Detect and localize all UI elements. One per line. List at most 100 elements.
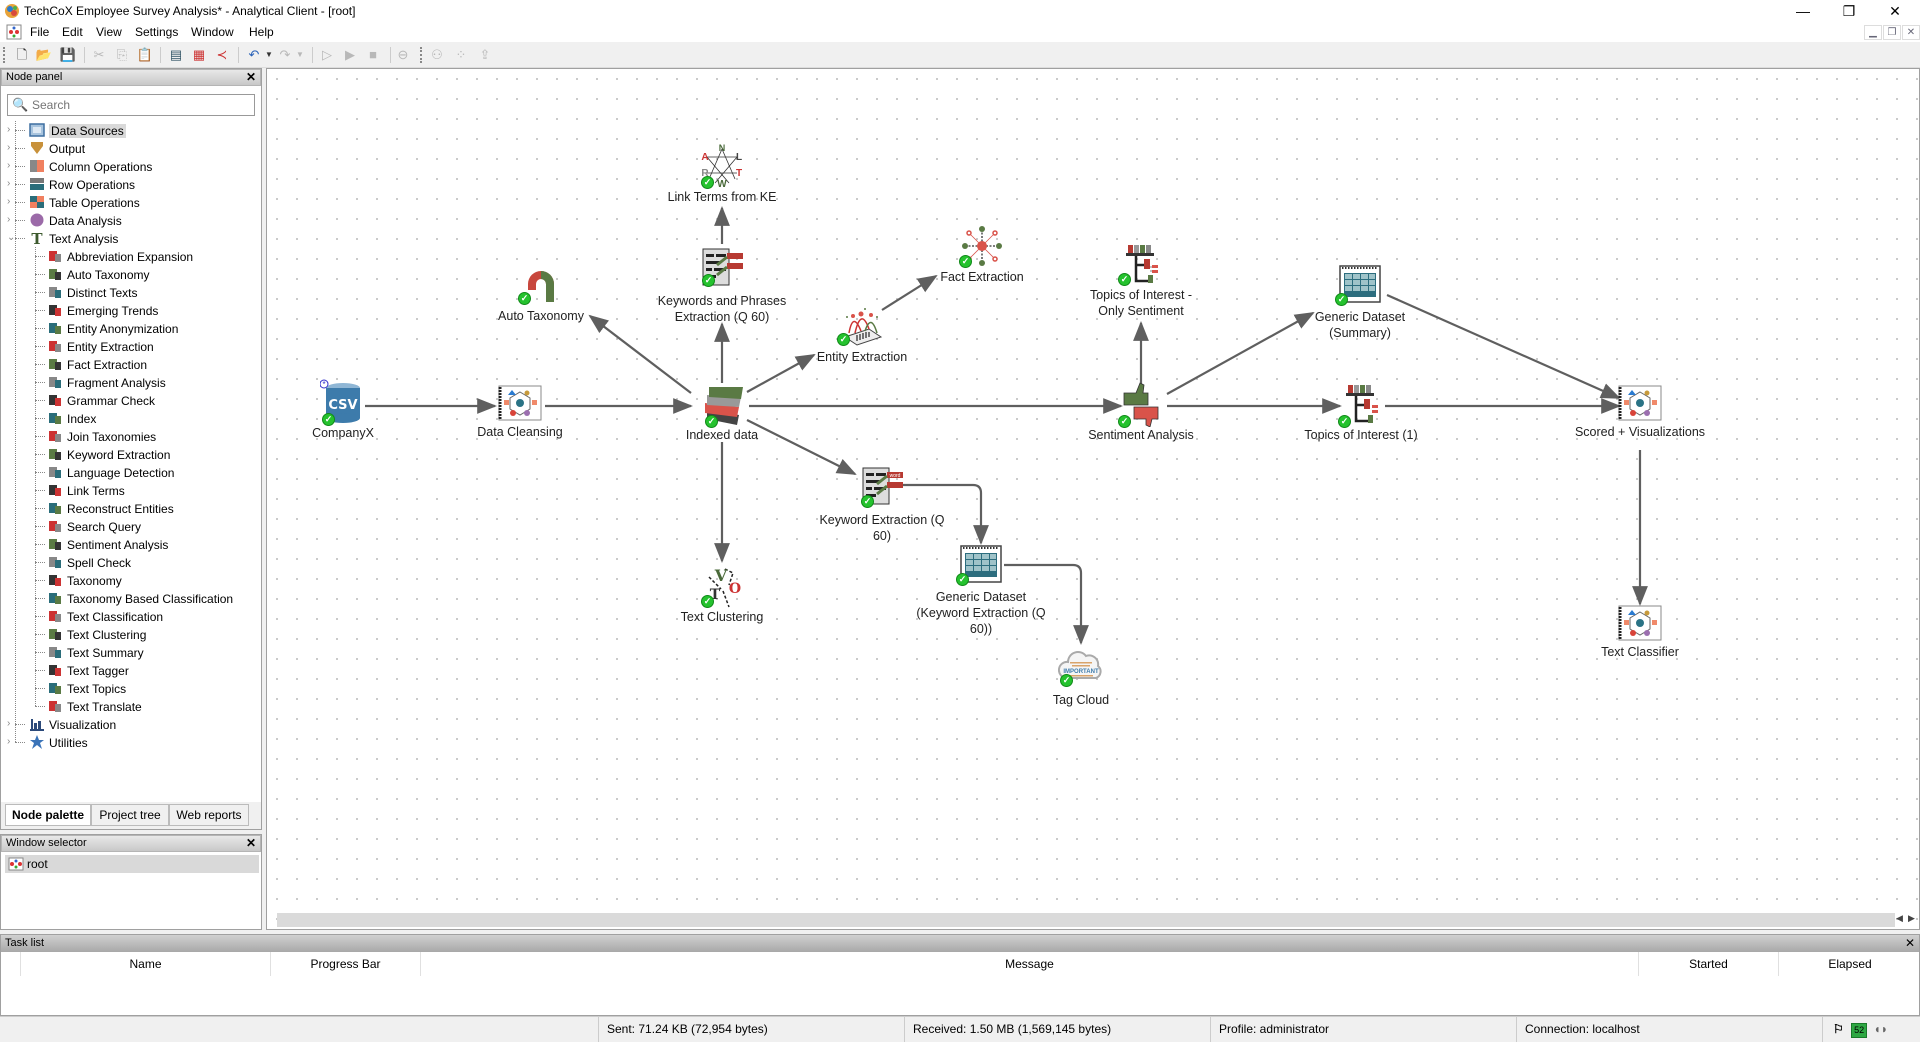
node-indexed-data[interactable]: ✓ Indexed data xyxy=(632,381,812,443)
search-input[interactable] xyxy=(32,97,250,113)
new-document-icon[interactable]: 🗋 xyxy=(16,47,28,62)
chevron-right-icon[interactable]: › xyxy=(7,718,11,729)
properties-icon[interactable]: ▤ xyxy=(169,47,183,62)
menu-file[interactable]: File xyxy=(30,25,50,39)
tree-item-auto-taxonomy[interactable]: Auto Taxonomy xyxy=(47,265,150,283)
tree-item-join-taxonomies[interactable]: Join Taxonomies xyxy=(47,427,156,445)
restore-button[interactable]: ❐ xyxy=(1842,3,1856,19)
tree-category-visualization[interactable]: ›Visualization xyxy=(7,715,116,733)
edge-sentiment-summary[interactable] xyxy=(1166,312,1315,395)
tree-category-table-operations[interactable]: ›Table Operations xyxy=(7,193,140,211)
tree-item-text-tagger[interactable]: Text Tagger xyxy=(47,661,129,679)
node-keywords-phrases[interactable]: ✓ Keywords and Phrases Extraction (Q 60) xyxy=(632,247,812,325)
tree-item-text-clustering[interactable]: Text Clustering xyxy=(47,625,146,643)
tree-item-entity-anonymization[interactable]: Entity Anonymization xyxy=(47,319,178,337)
stop-icon[interactable]: ■ xyxy=(369,47,377,62)
toolbar-grip[interactable] xyxy=(3,47,6,63)
task-col-message[interactable]: Message xyxy=(421,952,1639,976)
cancel-icon[interactable]: ⊖ xyxy=(397,47,409,62)
run-all-icon[interactable]: ▶ xyxy=(345,47,355,62)
node-text-classifier[interactable]: Text Classifier xyxy=(1550,604,1730,660)
task-col-progress[interactable]: Progress Bar xyxy=(271,952,421,976)
chevron-right-icon[interactable]: › xyxy=(7,142,11,153)
edge-keywordext-genericke[interactable] xyxy=(884,483,989,545)
tree-category-row-operations[interactable]: ›Row Operations xyxy=(7,175,135,193)
chevron-right-icon[interactable]: › xyxy=(7,736,11,747)
redo-icon[interactable]: ↷ xyxy=(279,47,291,62)
tree-item-spell-check[interactable]: Spell Check xyxy=(47,553,131,571)
tree-item-entity-extraction[interactable]: Entity Extraction xyxy=(47,337,154,355)
edge-indexed-entity[interactable] xyxy=(746,354,816,393)
tree-item-fact-extraction[interactable]: Fact Extraction xyxy=(47,355,147,373)
tree-item-fragment-analysis[interactable]: Fragment Analysis xyxy=(47,373,166,391)
chevron-right-icon[interactable]: › xyxy=(7,124,11,135)
copy-icon[interactable]: ⎘ xyxy=(116,47,128,62)
close-icon[interactable]: ✕ xyxy=(245,70,256,84)
node-scored-visualizations[interactable]: Scored + Visualizations xyxy=(1550,384,1730,440)
edge-summary-scored[interactable] xyxy=(1386,293,1621,400)
chevron-right-icon[interactable]: › xyxy=(7,160,11,171)
menu-edit[interactable]: Edit xyxy=(62,25,83,39)
node-sentiment-analysis[interactable]: ✓ Sentiment Analysis xyxy=(1051,381,1231,443)
tree-item-link-terms[interactable]: Link Terms xyxy=(47,481,125,499)
edge-genericke-tagcloud[interactable] xyxy=(1004,563,1089,645)
tree-category-utilities[interactable]: ›Utilities xyxy=(7,733,88,751)
node-topics-only-sentiment[interactable]: ✓ Topics of Interest - Only Sentiment xyxy=(1051,241,1231,319)
node-fact-extraction[interactable]: ✓ Fact Extraction xyxy=(892,223,1072,285)
close-icon[interactable]: ✕ xyxy=(1904,936,1915,950)
tree-item-reconstruct-entities[interactable]: Reconstruct Entities xyxy=(47,499,174,517)
open-folder-icon[interactable]: 📂 xyxy=(35,47,53,62)
tree-category-data-sources[interactable]: ›Data Sources xyxy=(7,121,126,139)
window-item-root[interactable]: root xyxy=(5,855,259,873)
tree-item-text-summary[interactable]: Text Summary xyxy=(47,643,144,661)
node-data-cleansing[interactable]: Data Cleansing xyxy=(430,384,610,440)
paste-icon[interactable]: 📋 xyxy=(136,47,154,62)
chevron-right-icon[interactable]: › xyxy=(7,178,11,189)
close-icon[interactable]: ✕ xyxy=(245,836,256,850)
node-auto-taxonomy[interactable]: ✓ Auto Taxonomy xyxy=(451,262,631,324)
workflow-canvas[interactable]: CSV* ✓ CompanyX Data Cleansing ✓ Indexed… xyxy=(266,68,1920,930)
share-icon[interactable]: ≺ xyxy=(216,47,228,62)
chevron-right-icon[interactable]: › xyxy=(7,196,11,207)
tree-category-column-operations[interactable]: ›Column Operations xyxy=(7,157,152,175)
task-col-elapsed[interactable]: Elapsed xyxy=(1828,957,1872,971)
cut-icon[interactable]: ✂ xyxy=(93,47,105,62)
undo-dropdown-icon[interactable]: ▼ xyxy=(265,50,273,59)
horizontal-scrollbar[interactable] xyxy=(277,913,1895,927)
minimize-button[interactable]: — xyxy=(1796,3,1810,19)
tree-item-text-topics[interactable]: Text Topics xyxy=(47,679,126,697)
mdi-restore-button[interactable]: ❐ xyxy=(1883,25,1901,40)
edge-indexed-autotaxonomy[interactable] xyxy=(588,314,692,394)
redo-dropdown-icon[interactable]: ▼ xyxy=(296,50,304,59)
node-generic-dataset-summary[interactable]: ✓ Generic Dataset (Summary) xyxy=(1270,263,1450,341)
close-button[interactable]: ✕ xyxy=(1889,3,1901,19)
tab-project-tree[interactable]: Project tree xyxy=(91,804,169,826)
tree-item-search-query[interactable]: Search Query xyxy=(47,517,141,535)
menu-settings[interactable]: Settings xyxy=(135,25,179,39)
tree-category-output[interactable]: ›Output xyxy=(7,139,85,157)
node-generic-dataset-ke[interactable]: ✓ Generic Dataset (Keyword Extraction (Q… xyxy=(891,543,1071,637)
menu-view[interactable]: View xyxy=(96,25,122,39)
tree-item-text-translate[interactable]: Text Translate xyxy=(47,697,142,715)
node-entity-extraction[interactable]: ✓ Entity Extraction xyxy=(772,303,952,365)
toolbar-grip[interactable] xyxy=(420,47,423,63)
tab-web-reports[interactable]: Web reports xyxy=(169,804,249,826)
tree-item-sentiment-analysis[interactable]: Sentiment Analysis xyxy=(47,535,168,553)
menu-help[interactable]: Help xyxy=(249,25,274,39)
mdi-close-button[interactable]: ✕ xyxy=(1902,25,1920,40)
node-companyx[interactable]: CSV* ✓ CompanyX xyxy=(267,379,433,441)
tree-item-taxonomy[interactable]: Taxonomy xyxy=(47,571,122,589)
tree-category-data-analysis[interactable]: ›Data Analysis xyxy=(7,211,122,229)
edge-indexed-keywordext[interactable] xyxy=(746,419,857,475)
tree-item-taxonomy-based-classification[interactable]: Taxonomy Based Classification xyxy=(47,589,233,607)
tree-item-index[interactable]: Index xyxy=(47,409,96,427)
task-col-name[interactable]: Name xyxy=(21,952,271,976)
chevron-down-icon[interactable]: ⌄ xyxy=(7,232,16,243)
export-icon[interactable]: ⇪ xyxy=(479,47,491,62)
mdi-minimize-button[interactable]: ▁ xyxy=(1864,25,1882,40)
node-tag-cloud[interactable]: IMPORTANT ✓ Tag Cloud xyxy=(991,646,1171,708)
run-icon[interactable]: ▷ xyxy=(322,47,332,62)
scroll-right-icon[interactable]: ▶ xyxy=(1908,913,1915,923)
tab-node-palette[interactable]: Node palette xyxy=(5,804,91,826)
